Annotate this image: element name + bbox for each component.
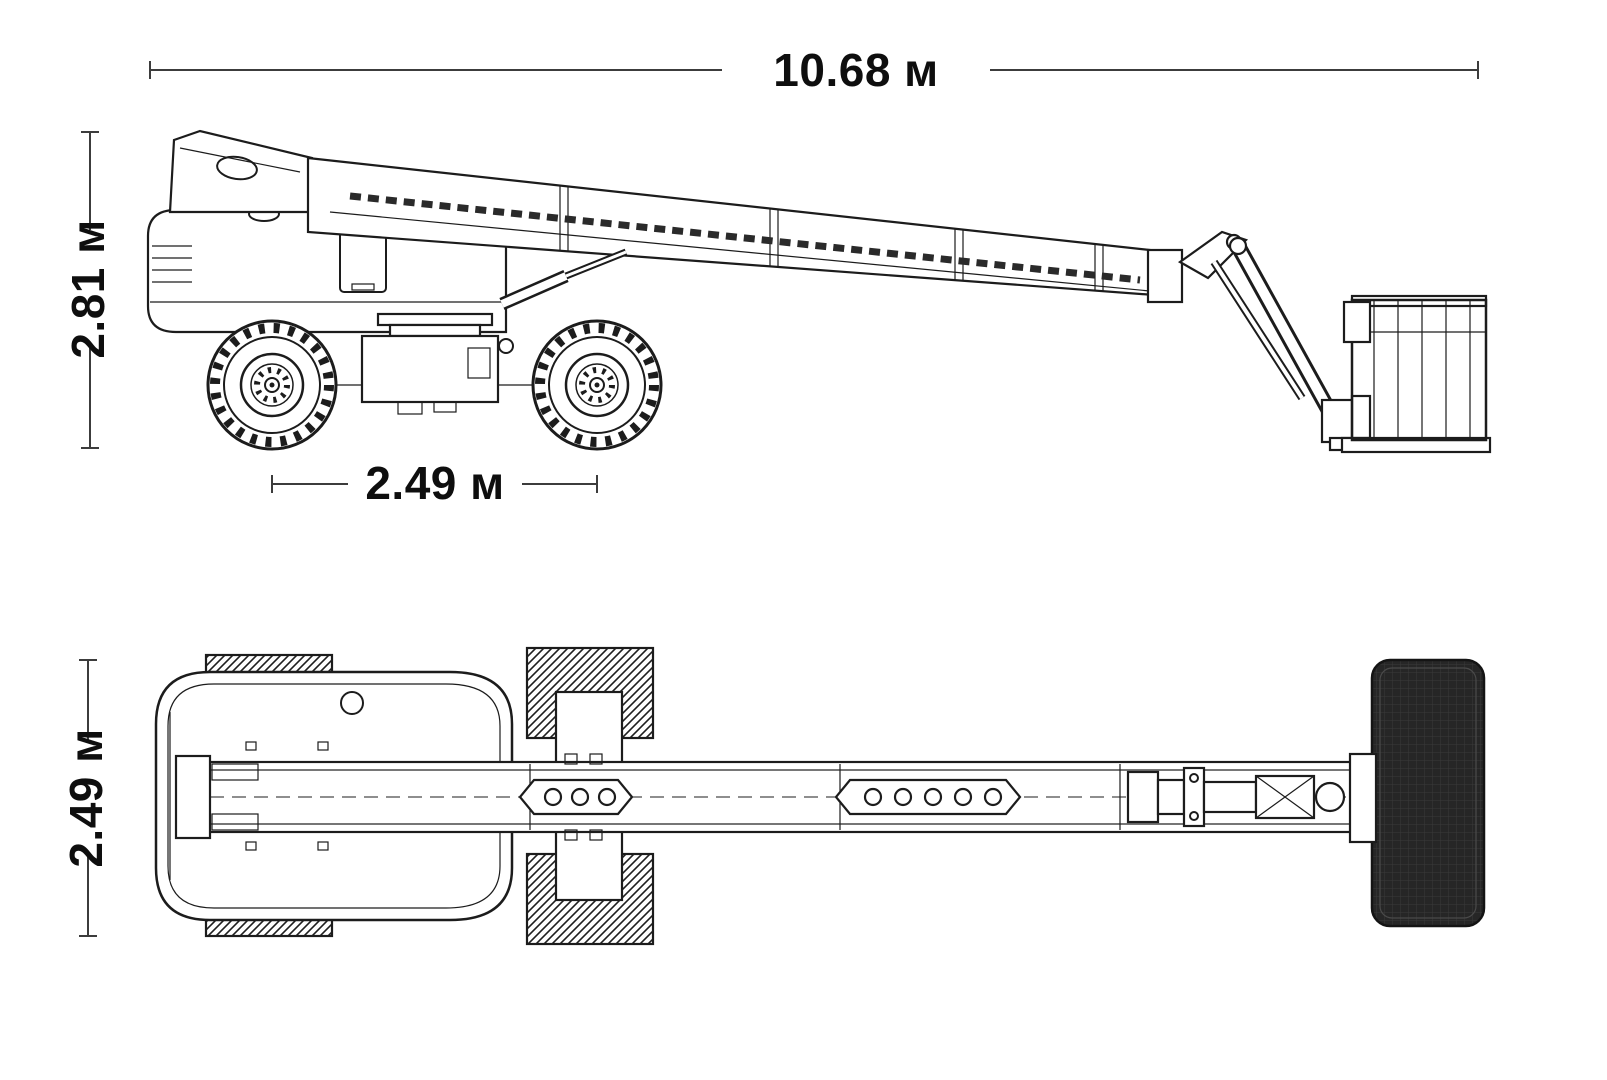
- side-view: [146, 129, 1492, 454]
- dimension-line-wheelbase: [271, 475, 598, 493]
- platform-basket: [1340, 294, 1492, 454]
- boom-tail: [168, 129, 314, 214]
- telescopic-boom: [306, 156, 1170, 298]
- wheelbase-label: 2.49 м: [365, 457, 505, 509]
- plan-jib-mechanism: [1126, 766, 1346, 828]
- lift-cylinder: [499, 248, 628, 310]
- cable-track: [349, 192, 1141, 284]
- overall-length-label: 10.68 м: [773, 44, 939, 96]
- overall-width-label: 2.49 м: [60, 728, 112, 868]
- plan-control-console: [1348, 752, 1378, 844]
- axle-mount-bottom: [554, 822, 624, 902]
- plan-platform: [1348, 658, 1486, 928]
- boom-plate-small: [518, 778, 634, 816]
- control-console: [1342, 300, 1372, 344]
- front-wheel: [531, 319, 663, 451]
- axle-mount-top: [554, 690, 624, 770]
- rear-wheel: [206, 319, 338, 451]
- platform-deck: [1370, 658, 1486, 928]
- dimension-line-overall-width: [79, 659, 97, 937]
- overall-height-label: 2.81 м: [62, 219, 114, 359]
- chassis: [336, 312, 533, 415]
- plan-view: [154, 646, 1486, 946]
- boom-plate-large: [834, 778, 1022, 816]
- dimension-line-overall-length: [149, 61, 1479, 79]
- dimension-line-overall-height: [81, 131, 99, 449]
- jib-arm: [1146, 230, 1372, 452]
